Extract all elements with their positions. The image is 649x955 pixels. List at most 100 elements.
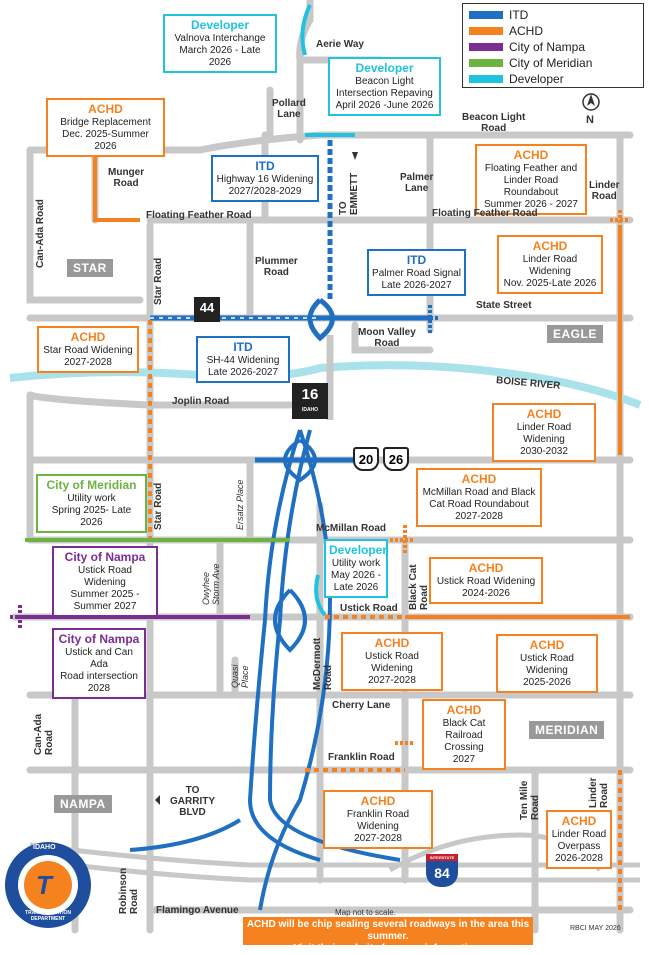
callout-agency: ACHD: [374, 636, 410, 650]
us26-shield: 26: [383, 447, 409, 471]
legend-item-achd: ACHD: [469, 23, 637, 39]
road-label: Black Cat Road: [408, 564, 430, 610]
legend-label: ACHD: [509, 24, 544, 38]
sh16-shield: 16 IDAHO: [292, 383, 328, 419]
palmer-signal: [420, 305, 440, 335]
legend-item-nampa: City of Nampa: [469, 39, 637, 55]
direction-label: TO EMMETT: [338, 172, 360, 215]
road-label: Aerie Way: [316, 39, 364, 50]
callout-agency: ACHD: [446, 703, 482, 717]
callout-agency: ACHD: [513, 148, 549, 162]
callout-agency: ACHD: [532, 239, 568, 253]
road-label: Cherry Lane: [332, 700, 391, 711]
callout-desc: Franklin Road Widening 2027-2028: [346, 809, 410, 844]
developer-segments: [300, 4, 355, 617]
road-label: McMillan Road: [316, 523, 387, 534]
road-label: Ten Mile Road: [519, 780, 541, 820]
nampa-segments: [10, 605, 250, 630]
garrity-arrow: [155, 795, 160, 805]
callout-desc: Highway 16 Widening 2027/2028-2029: [216, 174, 314, 197]
road-label: Linder Road: [588, 777, 610, 808]
callout-agency: Developer: [329, 543, 388, 557]
callout-desc: Linder Road Widening Nov. 2025-Late 2026: [503, 254, 597, 289]
callout-agency: City of Nampa: [58, 632, 140, 646]
callout-desc: Ustick Road Widening 2024-2026: [436, 576, 536, 599]
legend-swatch: [469, 75, 503, 83]
city-label-nampa: NAMPA: [54, 795, 112, 813]
road-label: Palmer Lane: [400, 172, 434, 194]
legend-label: City of Nampa: [509, 40, 586, 54]
callout-desc: Palmer Road Signal Late 2026-2027: [372, 268, 461, 291]
sh44-shield: 44: [194, 297, 220, 322]
callout-agency: ACHD: [561, 814, 597, 828]
legend-swatch: [469, 11, 503, 19]
sh16-number: 16: [301, 386, 319, 403]
itd-logo-bottom: TRANSPORTATION DEPARTMENT: [25, 910, 71, 922]
legend: ITD ACHD City of Nampa City of Meridian …: [462, 3, 644, 88]
callout-desc: Ustick Road Widening 2027-2028: [365, 651, 419, 686]
callout-desc: Utility work May 2026 - Late 2026: [330, 558, 382, 593]
itd-logo-top: IDAHO: [33, 844, 56, 851]
road-label: Can-Ada Road: [33, 713, 55, 755]
callout-desc: SH-44 Widening Late 2026-2027: [206, 355, 280, 378]
callout-desc: Utility work Spring 2025- Late 2026: [51, 493, 132, 528]
callout-agency: Developer: [355, 61, 414, 75]
legend-swatch: [469, 43, 503, 51]
callout-agency: ACHD: [529, 638, 565, 652]
road-label: Joplin Road: [172, 396, 230, 407]
emmett-arrow: [352, 152, 358, 160]
itd-logo-mark: T: [36, 870, 52, 900]
road-label: Quasi Place: [230, 664, 250, 688]
callout-desc: McMillan Road and Black Cat Road Roundab…: [422, 487, 536, 522]
callout-agency: City of Nampa: [64, 550, 146, 564]
road-label: Plummer Road: [255, 256, 298, 278]
road-label: Ersatz Place: [235, 479, 245, 530]
road-label: Moon Valley Road: [358, 327, 416, 349]
callout-desc: Star Road Widening 2027-2028: [43, 345, 133, 368]
callout-agency: ACHD: [468, 561, 504, 575]
road-label: Owyhee Storm Ave: [201, 563, 221, 605]
north-arrow: [582, 93, 600, 111]
road-label: Robinson Road: [118, 867, 140, 914]
i84-shield-top: INTERSTATE: [429, 855, 455, 860]
legend-label: Developer: [509, 72, 564, 86]
callout-agency: Developer: [190, 18, 250, 32]
callout-agency: ACHD: [461, 472, 497, 486]
road-label: Franklin Road: [328, 752, 395, 763]
city-label-eagle: EAGLE: [547, 325, 603, 343]
callout-desc: Linder Road Widening 2030-2032: [516, 422, 572, 457]
north-label: N: [586, 114, 594, 126]
scale-note: Map not to scale.: [335, 908, 396, 917]
chip-seal-text: ACHD will be chip sealing several roadwa…: [246, 919, 530, 954]
legend-item-meridian: City of Meridian: [469, 55, 637, 71]
road-label: State Street: [476, 300, 532, 311]
legend-label: ITD: [509, 8, 529, 22]
callout-agency: ACHD: [526, 407, 562, 421]
callout-agency: ITD: [406, 253, 427, 267]
i84-number: 84: [434, 865, 450, 881]
sh44-number: 44: [199, 300, 215, 315]
road-label: Star Road: [153, 257, 164, 305]
road-label: Linder Road: [589, 180, 620, 202]
callout-agency: ACHD: [88, 102, 123, 116]
callout-agency: ACHD: [360, 794, 396, 808]
